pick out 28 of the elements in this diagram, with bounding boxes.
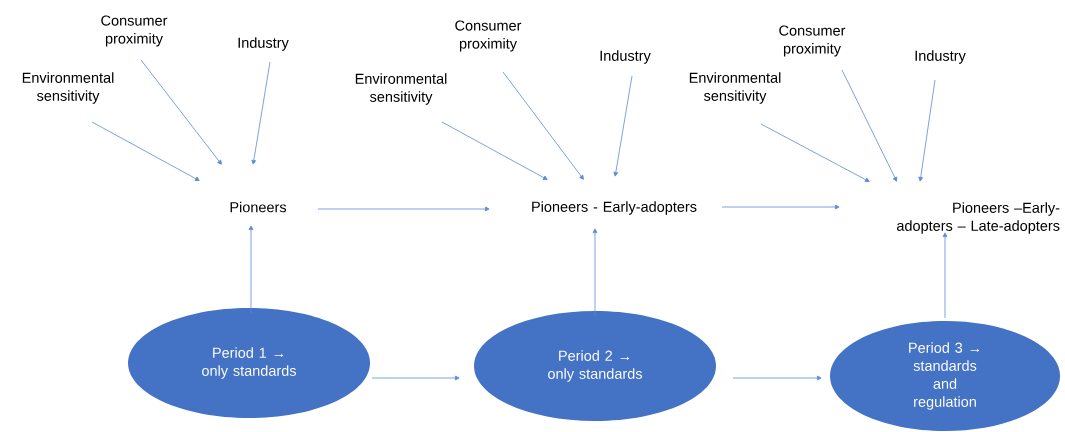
stage-label: Pioneers –Early-adopters – Late-adopters	[897, 202, 1060, 234]
arrow	[942, 232, 948, 319]
stage-label: Pioneers	[230, 201, 287, 213]
arrow	[248, 225, 254, 314]
arrow	[371, 375, 460, 381]
arrow	[317, 206, 490, 212]
arrow	[251, 61, 271, 165]
arrow	[721, 204, 840, 210]
arrow	[918, 79, 936, 182]
arrow	[91, 121, 200, 181]
factor-label: Industry	[915, 50, 966, 64]
arrow	[441, 121, 548, 180]
factor-label: Environmental sensitivity	[22, 72, 114, 104]
factor-label: Consumer proximity	[455, 20, 522, 52]
arrow	[502, 71, 584, 180]
factor-label: Industry	[238, 37, 289, 51]
arrow	[613, 75, 633, 177]
factor-label: Consumer proximity	[101, 15, 168, 47]
arrow	[732, 375, 822, 381]
arrow	[140, 59, 222, 165]
arrow	[841, 69, 898, 182]
arrow	[760, 123, 870, 182]
factor-label: Industry	[600, 50, 651, 64]
factor-label: Environmental sensitivity	[355, 73, 447, 105]
arrow	[592, 228, 598, 317]
factor-label: Consumer proximity	[779, 25, 846, 57]
stage-label: Pioneers - Early-adopters	[532, 201, 697, 215]
factor-label: Environmental sensitivity	[689, 72, 781, 104]
